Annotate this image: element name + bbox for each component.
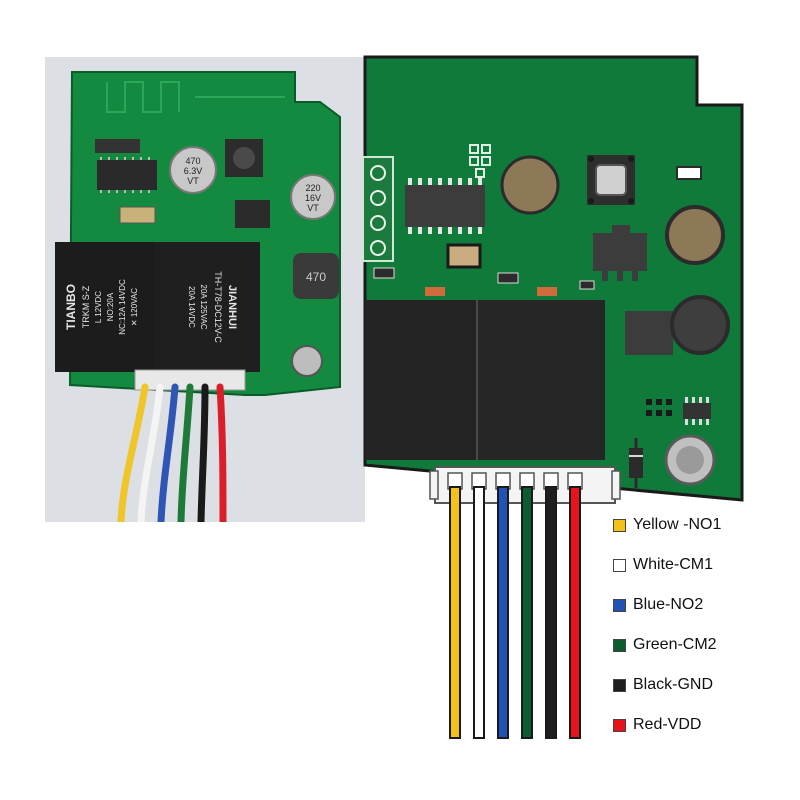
legend-swatch-blue bbox=[613, 598, 626, 612]
photo-small-capacitor bbox=[291, 345, 323, 377]
diagram-small-resistor bbox=[676, 166, 702, 180]
legend-item-white: White-CM1 bbox=[613, 554, 713, 576]
wire-white bbox=[473, 486, 485, 739]
photo-wires bbox=[117, 383, 227, 522]
photo-inductor-label: 470 bbox=[306, 270, 326, 284]
photo-relay-right bbox=[155, 242, 260, 372]
photo-capacitor-470 bbox=[169, 146, 217, 194]
wire-yellow bbox=[449, 486, 461, 739]
photo-relay-left-line2: NO:20A bbox=[106, 292, 115, 321]
wire-red bbox=[569, 486, 581, 739]
wire-green bbox=[521, 486, 533, 739]
diagram-regulator bbox=[593, 233, 647, 271]
legend-item-green: Green-CM2 bbox=[613, 634, 717, 656]
legend-item-yellow: Yellow -NO1 bbox=[613, 514, 721, 536]
board-photo: 470 6.3V VT 220 16V VT 470 TIANBO TRKM S… bbox=[45, 57, 365, 522]
diagram-pin-header bbox=[362, 156, 394, 262]
antenna-trace bbox=[106, 81, 285, 113]
photo-regulator bbox=[235, 200, 270, 228]
diagram-ic bbox=[405, 185, 485, 227]
legend-label-red: Red-VDD bbox=[633, 716, 702, 733]
legend-label-white: White-CM1 bbox=[633, 556, 714, 573]
photo-relay-left-model: TRKM S-Z bbox=[81, 285, 91, 328]
diagram-capacitor-tan bbox=[500, 155, 560, 215]
photo-relay-right-line2: 20A 14VDC bbox=[187, 286, 196, 328]
legend-item-blue: Blue-NO2 bbox=[613, 594, 703, 616]
photo-cap-220-line3: VT bbox=[307, 203, 319, 213]
photo-capacitor-220 bbox=[290, 174, 336, 220]
wire-blue bbox=[497, 486, 509, 739]
diagram-small-ic bbox=[683, 403, 711, 419]
diagram-resistor-2 bbox=[537, 287, 557, 296]
legend-item-black: Black-GND bbox=[613, 674, 713, 696]
photo-ic bbox=[97, 160, 157, 190]
diagram-relay-left bbox=[365, 300, 477, 460]
legend-label-blue: Blue-NO2 bbox=[633, 596, 704, 613]
diagram-inductor bbox=[625, 311, 673, 355]
diagram-capacitor-right bbox=[665, 205, 725, 265]
legend-item-red: Red-VDD bbox=[613, 714, 701, 736]
photo-relay-right-line1: 20A 125VAC bbox=[199, 284, 208, 329]
photo-relay-right-brand: JIANHUI bbox=[226, 285, 238, 329]
diagram-resistor-1 bbox=[425, 287, 445, 296]
diagram-crystal bbox=[446, 243, 482, 269]
legend-label-black: Black-GND bbox=[633, 676, 714, 693]
photo-relay-left-line4: ✕ 120VAC bbox=[130, 288, 139, 326]
diagram-relay-right bbox=[477, 300, 605, 460]
photo-crystal bbox=[119, 206, 156, 224]
photo-cap-470-line3: VT bbox=[187, 176, 199, 186]
photo-inductor bbox=[293, 253, 339, 299]
diagram-wires bbox=[447, 472, 583, 739]
legend-swatch-white bbox=[613, 558, 626, 572]
board-diagram bbox=[362, 55, 744, 739]
photo-relay-left-line3: NC:12A 14VDC bbox=[118, 279, 127, 335]
diagram-pads-top bbox=[469, 144, 491, 178]
photo-push-button bbox=[233, 147, 255, 169]
diagram-push-button bbox=[595, 164, 627, 196]
legend-swatch-red bbox=[613, 718, 626, 732]
photo-relay-right-model: TH-T78-DC12V-C bbox=[213, 271, 223, 343]
photo-cap-220-line2: 16V bbox=[305, 193, 321, 203]
photo-cap-470-line1: 470 bbox=[185, 156, 200, 166]
photo-relay-left bbox=[55, 242, 155, 372]
photo-cap-470-line2: 6.3V bbox=[184, 166, 203, 176]
photo-cap-220-line1: 220 bbox=[305, 183, 320, 193]
legend-swatch-yellow bbox=[613, 518, 626, 532]
photo-relay-left-brand: TIANBO bbox=[64, 284, 78, 330]
wire-black bbox=[545, 486, 557, 739]
legend-swatch-green bbox=[613, 638, 626, 652]
legend-label-green: Green-CM2 bbox=[633, 636, 717, 653]
photo-relay-left-line1: L 12VDC bbox=[94, 291, 103, 323]
legend-swatch-black bbox=[613, 678, 626, 692]
photo-small-chip bbox=[95, 139, 140, 153]
legend-label-yellow: Yellow -NO1 bbox=[633, 516, 722, 533]
diagram-inductor-core bbox=[670, 295, 730, 355]
